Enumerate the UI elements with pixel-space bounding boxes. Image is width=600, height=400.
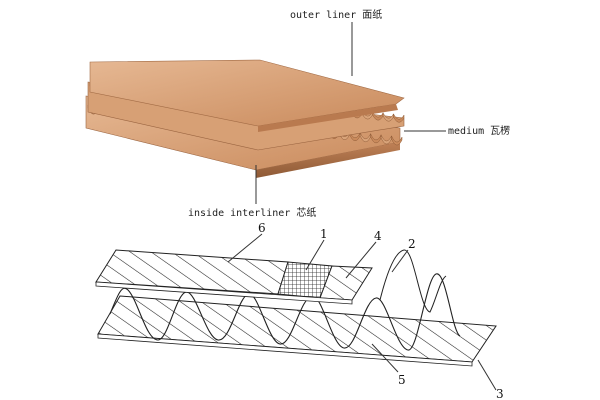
callout-2-leader xyxy=(391,249,409,273)
outer-liner-label: outer liner 面纸 xyxy=(290,8,382,21)
corrugated-board-line-drawing xyxy=(95,249,497,367)
inside-interliner-edge xyxy=(256,142,400,178)
inside-interliner-label: inside interliner 芯纸 xyxy=(188,206,316,219)
outer-liner-edge xyxy=(258,104,398,132)
flute-ridge xyxy=(391,135,403,146)
callout-leaders xyxy=(227,233,497,391)
fluted-medium xyxy=(109,273,461,351)
callout-2: 2 xyxy=(408,237,416,251)
callout-6: 6 xyxy=(258,221,266,235)
callout-3: 3 xyxy=(496,387,504,400)
callout-1: 1 xyxy=(320,227,328,241)
top-liner-edge xyxy=(95,281,353,305)
callout-1-leader xyxy=(305,239,325,271)
callout-5-leader xyxy=(371,343,399,373)
callout-4: 4 xyxy=(374,229,382,243)
medium-label: medium 瓦楞 xyxy=(448,124,510,137)
fluted-medium-back xyxy=(379,249,447,313)
callout-6-leader xyxy=(227,233,263,263)
callout-5: 5 xyxy=(398,373,406,387)
flute-ridge xyxy=(393,113,405,123)
callout-4-leader xyxy=(345,241,377,279)
callout-3-leader xyxy=(477,359,497,391)
corrugated-board-illustration xyxy=(85,59,405,178)
bottom-liner-edge xyxy=(97,333,473,367)
